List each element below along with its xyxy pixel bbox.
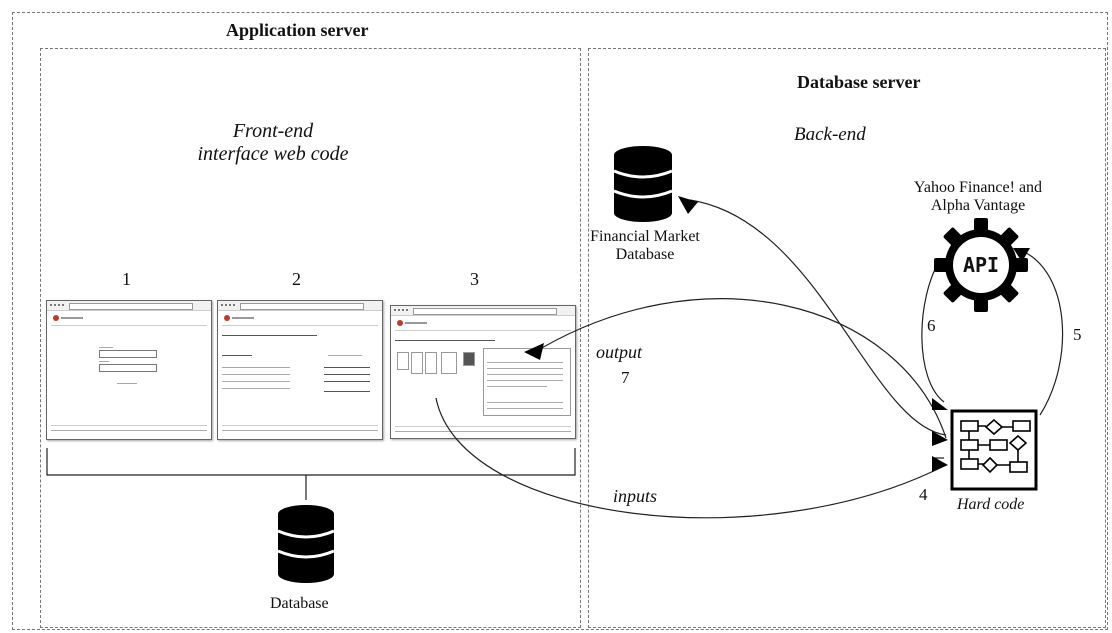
output-label: output [596,342,643,362]
step-4-number: 4 [919,485,928,504]
divider [222,325,378,326]
login-link [117,383,137,384]
api-gear-icon [934,218,1028,312]
brand-logo [53,315,85,321]
control-block [397,352,409,370]
arrowhead-6 [932,398,948,410]
nav-menu [395,340,495,341]
side-row [324,381,370,382]
side-row [324,374,370,375]
address-bar [413,308,557,315]
password-field [99,364,157,372]
arrowhead-output [524,343,544,360]
grid-icon [463,352,475,366]
footer-divider [395,426,571,427]
divider [395,330,571,331]
api-source-label-line2: Alpha Vantage [930,197,1026,215]
step-5-number: 5 [1073,325,1082,344]
api-source-label-line1: Yahoo Finance! and [913,179,1043,196]
footer-divider [51,425,207,426]
arrowhead-financial-db [678,196,698,214]
nav-menu [222,335,317,336]
arrow-api-to-hardcode [921,257,945,403]
address-bar [69,303,193,310]
application-server-title: Application server [226,20,369,40]
address-bar [240,303,364,310]
control-block [425,352,437,374]
arrow-hardcode-to-financial-db [689,199,947,436]
footer-divider [222,425,378,426]
side-heading [328,355,362,356]
inputs-label: inputs [613,486,658,506]
database-label: Database [270,595,329,612]
browser-controls-icon [394,309,408,314]
financial-db-icon [614,146,672,222]
screen-3-tool-thumbnail [390,305,576,439]
hard-code-label: Hard code [957,496,1025,513]
financial-db-label: Financial Market Database [588,228,702,265]
table-row [222,388,290,389]
frontend-label-line2: interface web code [197,143,349,165]
frontend-label: Front-end interface web code [168,120,378,166]
output-step-number: 7 [621,368,630,387]
table-row [222,381,290,382]
screen-2-table-thumbnail [217,300,383,440]
control-block [411,352,423,374]
screen-3-number: 3 [470,269,479,289]
info-panel [483,348,571,416]
database-server-title: Database server [797,72,921,92]
screens-bracket [46,448,576,476]
hard-code-flowchart-icon [950,409,1038,491]
side-row [324,391,370,392]
side-row [324,367,370,368]
arrow-output [529,298,947,439]
table-row [222,367,290,368]
financial-db-label-line2: Database [615,246,675,264]
brand-logo [224,315,256,321]
outer-boundary [12,12,1108,630]
database-icon [278,505,334,583]
browser-controls-icon [50,304,64,309]
backend-label: Back-end [794,124,866,145]
table-row [222,374,290,375]
arrowhead-api [1013,248,1030,262]
api-icon-label: API [962,253,1000,277]
financial-db-label-line1: Financial Market [590,228,700,245]
divider [51,325,207,326]
arrow-hardcode-to-api [1019,249,1064,416]
step-6-number: 6 [927,316,936,335]
screen-2-number: 2 [292,269,301,289]
control-block [441,352,457,374]
username-field [99,350,157,358]
frontend-label-line1: Front-end [232,120,314,142]
arrowhead-7 [932,431,948,446]
table-heading [222,355,252,356]
screen-1-login-thumbnail [46,300,212,440]
api-source-label: Yahoo Finance! and Alpha Vantage [888,179,1068,216]
browser-controls-icon [221,304,235,309]
brand-logo [397,320,429,326]
arrowhead-4 [932,456,948,472]
arrow-inputs [435,397,947,519]
application-server-box [40,48,581,628]
screen-1-number: 1 [122,269,131,289]
database-server-box [588,48,1106,628]
